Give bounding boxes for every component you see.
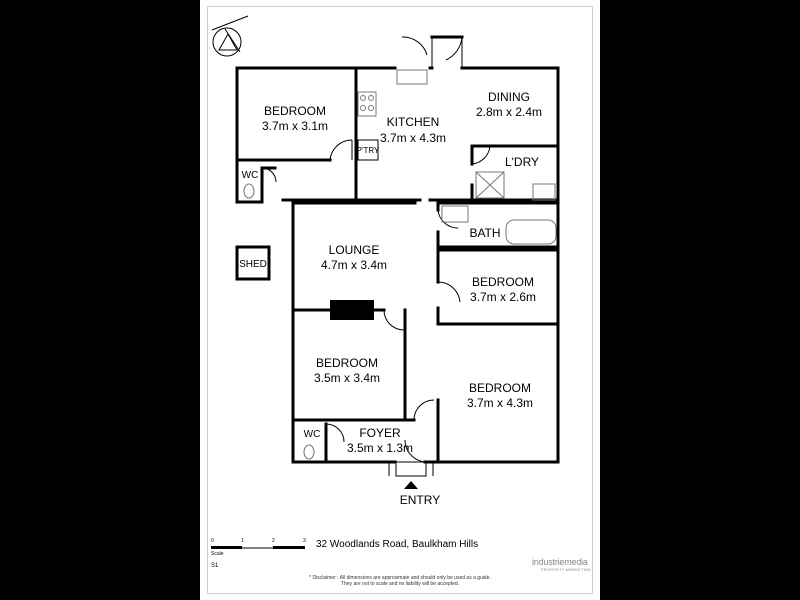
bathtub-icon	[505, 219, 557, 245]
room-name-wc2: WC	[304, 429, 321, 440]
room-dims-lounge: 4.7m x 3.4m	[321, 258, 387, 272]
room-name-lounge: LOUNGE	[329, 243, 380, 257]
laundry-tub-icon	[475, 171, 505, 199]
stove-icon	[357, 91, 377, 117]
room-dims-bedroom1: 3.7m x 3.1m	[262, 119, 328, 133]
toilet-icon	[303, 444, 315, 460]
room-name-wc1: WC	[242, 170, 259, 181]
room-name-bedroom3: BEDROOM	[316, 356, 378, 370]
wall-laundry	[470, 144, 560, 202]
scale-tick-2: 2	[272, 538, 275, 544]
washer-icon	[532, 183, 556, 201]
room-name-bedroom4: BEDROOM	[469, 381, 531, 395]
floorplan-sheet	[200, 0, 600, 600]
entry-arrow-icon	[404, 481, 418, 489]
scale-tick-0: 0	[211, 538, 214, 544]
fireplace-icon	[330, 300, 374, 320]
room-name-kitchen: KITCHEN	[387, 115, 440, 129]
room-name-dining: DINING	[488, 90, 530, 104]
wall-bath	[436, 201, 560, 252]
scale-tick-1: 1	[241, 538, 244, 544]
room-dims-foyer: 3.5m x 1.3m	[347, 441, 413, 455]
room-dims-kitchen: 3.7m x 4.3m	[380, 131, 446, 145]
entry-label: ENTRY	[400, 493, 440, 507]
scale-label: Scale	[211, 551, 224, 557]
wall-foyer	[291, 398, 440, 464]
room-dims-bedroom4: 3.7m x 4.3m	[467, 396, 533, 410]
wall-kitchen-top	[354, 35, 560, 203]
fixtures	[243, 69, 557, 460]
sheet-border	[207, 6, 593, 594]
brand-tagline: PROPERTY MARKETING	[541, 567, 592, 572]
room-dims-bedroom2: 3.7m x 2.6m	[470, 290, 536, 304]
room-name-pantry: P'TRY	[357, 146, 380, 155]
shed-structure	[235, 245, 271, 281]
toilet-icon	[243, 183, 255, 199]
room-labels: BEDROOM 3.7m x 3.1m KITCHEN 3.7m x 4.3m …	[239, 90, 542, 507]
exterior-walls	[235, 35, 560, 489]
room-dims-dining: 2.8m x 2.4m	[476, 105, 542, 119]
brand-logo: industriemedia	[532, 557, 588, 567]
disclaimer-line-1: * Disclaimer : All dimensions are approx…	[309, 575, 491, 581]
room-dims-bedroom3: 3.5m x 3.4m	[314, 371, 380, 385]
door-swings	[261, 36, 491, 463]
room-name-shed: SHED	[239, 259, 267, 270]
kitchen-sink-icon	[396, 69, 428, 85]
scale-bar: 0 1 2 3	[211, 538, 306, 549]
room-name-bedroom2: BEDROOM	[472, 275, 534, 289]
sheet-number: S1	[211, 563, 219, 569]
disclaimer-line-2: They are not to scale and no liability w…	[340, 581, 460, 587]
basin-icon	[441, 205, 469, 223]
property-address: 32 Woodlands Road, Baulkham Hills	[316, 539, 479, 550]
room-name-bedroom1: BEDROOM	[264, 104, 326, 118]
north-arrow-icon	[211, 15, 249, 57]
room-name-bath: BATH	[469, 226, 500, 240]
wall-wc1	[235, 158, 277, 204]
room-name-foyer: FOYER	[359, 426, 401, 440]
room-name-laundry: L'DRY	[505, 155, 539, 169]
scale-tick-3: 3	[303, 538, 306, 544]
